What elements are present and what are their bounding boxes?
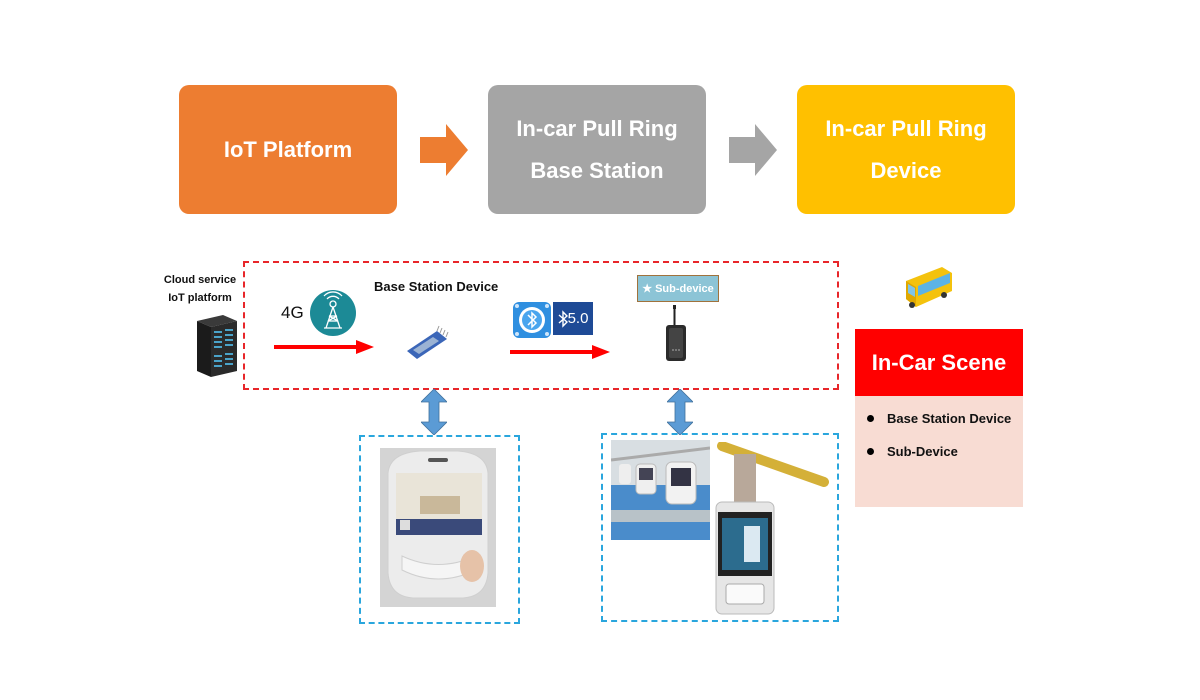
bluetooth-module-icon <box>407 325 449 359</box>
base-station-photo-frame <box>359 435 520 624</box>
link-arrow-icon <box>510 345 610 359</box>
subdevice-photo-frame <box>601 433 839 622</box>
link-arrow-icon <box>274 340 374 354</box>
link-4g-label: 4G <box>281 303 304 322</box>
double-arrow-icon <box>421 389 447 435</box>
scene-title: In-Car Scene <box>855 329 1023 396</box>
pull-ring-handle-image <box>380 448 496 607</box>
base-station-title: Base Station Device <box>374 279 499 294</box>
cloud-label-line: IoT platform <box>168 292 232 304</box>
bluetooth-5-badge: 5.0 <box>553 302 593 335</box>
bus-icon <box>906 267 952 308</box>
list-item: Base Station Device <box>867 411 1023 426</box>
flow-step-base-station: In-car Pull Ring Base Station <box>488 85 706 214</box>
server-icon <box>197 315 237 377</box>
flow-step-label: In-car Pull Ring <box>825 115 987 141</box>
tracker-device-icon <box>666 305 686 361</box>
bluetooth-glyph-icon <box>558 309 568 328</box>
double-arrow-icon <box>667 389 693 435</box>
scene-item-label: Sub-Device <box>887 444 958 459</box>
cell-tower-icon <box>310 290 356 336</box>
flow-arrow-icon <box>729 124 777 176</box>
cloud-label-line: Cloud service <box>163 274 237 286</box>
flow-step-pull-ring-device: In-car Pull Ring Device <box>797 85 1015 214</box>
pull-ring-device-image <box>712 442 830 617</box>
list-item: Sub-Device <box>867 444 1023 459</box>
bluetooth-icon <box>513 302 551 338</box>
subdevice-tag: ★ Sub-device <box>637 275 719 302</box>
train-interior-image <box>611 440 710 540</box>
scene-list: Base Station Device Sub-Device <box>855 396 1023 507</box>
scene-item-label: Base Station Device <box>887 411 1012 426</box>
flow-step-label: Base Station <box>530 157 664 183</box>
pull-ring-device-photo <box>712 442 830 617</box>
star-icon: ★ <box>642 283 653 295</box>
subdevice-tag-label: Sub-device <box>655 282 714 295</box>
in-car-system-frame <box>243 261 839 390</box>
flow-arrow-icon <box>420 124 468 176</box>
bluetooth-version-label: 5.0 <box>567 310 589 327</box>
train-interior-photo <box>611 440 710 540</box>
bullet-icon <box>867 415 874 422</box>
flow-step-iot-platform: IoT Platform <box>179 85 397 214</box>
flow-step-label: In-car Pull Ring <box>516 115 678 141</box>
flow-step-label: IoT Platform <box>223 136 353 162</box>
flow-step-label: Device <box>870 157 942 183</box>
bullet-icon <box>867 448 874 455</box>
base-station-photo <box>380 448 496 607</box>
cloud-label: Cloud service IoT platform <box>160 271 240 307</box>
